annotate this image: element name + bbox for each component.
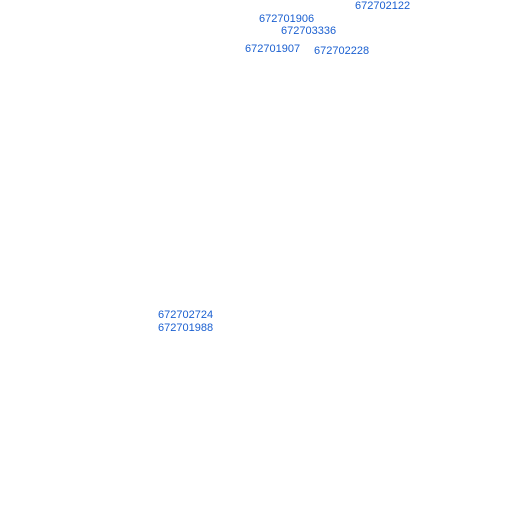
parcel-label[interactable]: 672701988 <box>158 322 214 334</box>
parcel-label[interactable]: 672701907 <box>245 43 301 55</box>
parcel-label[interactable]: 672703336 <box>281 25 337 37</box>
parcel-label[interactable]: 672701906 <box>259 13 315 25</box>
parcel-label[interactable]: 672702724 <box>158 309 214 321</box>
parcel-label[interactable]: 672702122 <box>355 0 411 12</box>
parcel-label[interactable]: 672702228 <box>314 45 370 57</box>
